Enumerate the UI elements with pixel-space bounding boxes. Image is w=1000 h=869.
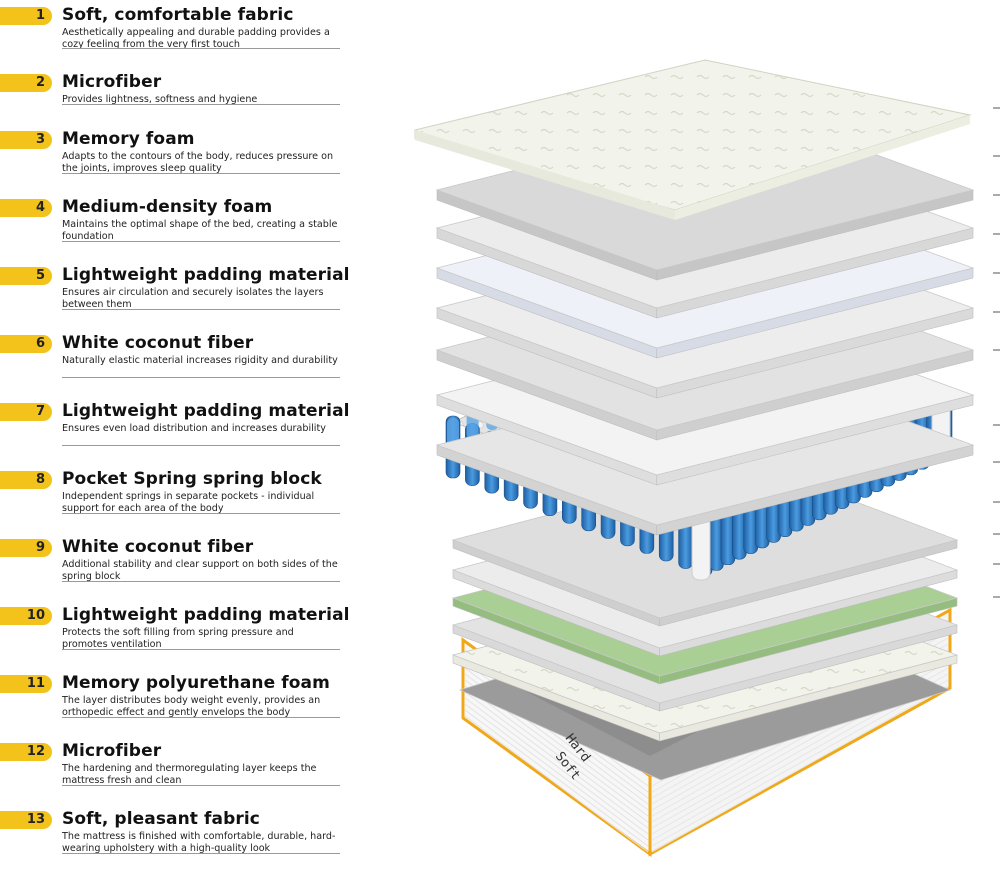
layer-title: Microfiber (62, 741, 162, 761)
base-stripe (651, 685, 949, 853)
base-stripe (464, 715, 649, 853)
layer-title: Medium-density foam (62, 197, 273, 217)
layer-number: 7 (35, 404, 45, 419)
layer-number-badge: 9 (0, 539, 52, 557)
layer-number-badge: 3 (0, 131, 52, 149)
layer-divider (62, 785, 340, 786)
layer-title: Memory foam (62, 129, 195, 149)
layer-number: 5 (35, 268, 45, 283)
layer-number-badge: 13 (0, 811, 52, 829)
layer-number: 2 (35, 75, 45, 90)
layer-number: 9 (35, 540, 45, 555)
layer-number-badge: 5 (0, 267, 52, 285)
layer-number: 12 (26, 744, 45, 759)
base-stripe (464, 685, 649, 823)
layer-divider (62, 48, 340, 49)
layer-description: Additional stability and clear support o… (62, 559, 338, 582)
layer-divider (62, 445, 340, 446)
layer-divider (62, 241, 340, 242)
layer-number-badge: 6 (0, 335, 52, 353)
layer-number-badge: 12 (0, 743, 52, 761)
layer-description: Maintains the optimal shape of the bed, … (62, 219, 338, 242)
layer-number-badge: 10 (0, 607, 52, 625)
layer-divider (62, 717, 340, 718)
layer-number-badge: 4 (0, 199, 52, 217)
base-stripe (464, 709, 649, 847)
layer-description: The hardening and thermoregulating layer… (62, 763, 317, 786)
layer-divider (62, 104, 340, 105)
layer-title: White coconut fiber (62, 333, 254, 353)
layer-title: Lightweight padding material (62, 401, 350, 421)
layer-number-badge: 11 (0, 675, 52, 693)
base-stripe (464, 703, 649, 841)
layer-title: White coconut fiber (62, 537, 254, 557)
layer-description: Independent springs in separate pockets … (62, 491, 315, 514)
layer-title: Soft, pleasant fabric (62, 809, 260, 829)
layer-title: Lightweight padding material (62, 265, 350, 285)
layer-number-badge: 7 (0, 403, 52, 421)
layer-title: Memory polyurethane foam (62, 673, 330, 693)
layer-description: Provides lightness, softness and hygiene (62, 94, 258, 105)
layer-divider (62, 581, 340, 582)
layer-number-badge: 2 (0, 74, 52, 92)
layer-number-badge: 1 (0, 7, 52, 25)
layer-description: Adapts to the contours of the body, redu… (62, 151, 334, 174)
layer-description: Naturally elastic material increases rig… (62, 355, 338, 366)
base-stripe (464, 697, 649, 835)
layer-divider (62, 853, 340, 854)
layer-number: 10 (26, 608, 45, 623)
layer-number: 11 (26, 676, 45, 691)
layer-divider (62, 513, 340, 514)
layer-title: Microfiber (62, 72, 162, 92)
layer-divider (62, 377, 340, 378)
layer-number: 13 (26, 812, 45, 827)
layer-title: Lightweight padding material (62, 605, 350, 625)
layer-number: 3 (35, 132, 45, 147)
layer-number: 8 (35, 472, 45, 487)
layer-number: 6 (35, 336, 45, 351)
base-stripe (464, 691, 649, 829)
layer-description: Protects the soft filling from spring pr… (62, 627, 294, 650)
layer-title: Soft, comfortable fabric (62, 5, 294, 25)
layer-title: Pocket Spring spring block (62, 469, 322, 489)
base-stripe (651, 679, 949, 847)
layer-number: 1 (35, 8, 45, 23)
layer-divider (62, 649, 340, 650)
layer-divider (62, 173, 340, 174)
layer-description: Ensures air circulation and securely iso… (62, 287, 324, 310)
layer-divider (62, 309, 340, 310)
layer-1-edge (675, 115, 970, 220)
layer-description: Aesthetically appealing and durable padd… (62, 27, 330, 50)
layer-description: The mattress is finished with comfortabl… (62, 831, 336, 854)
layer-number: 4 (35, 200, 45, 215)
layer-description: The layer distributes body weight evenly… (62, 695, 321, 718)
layer-description: Ensures even load distribution and incre… (62, 423, 326, 434)
layer-1-edge (415, 130, 675, 220)
layer-number-badge: 8 (0, 471, 52, 489)
